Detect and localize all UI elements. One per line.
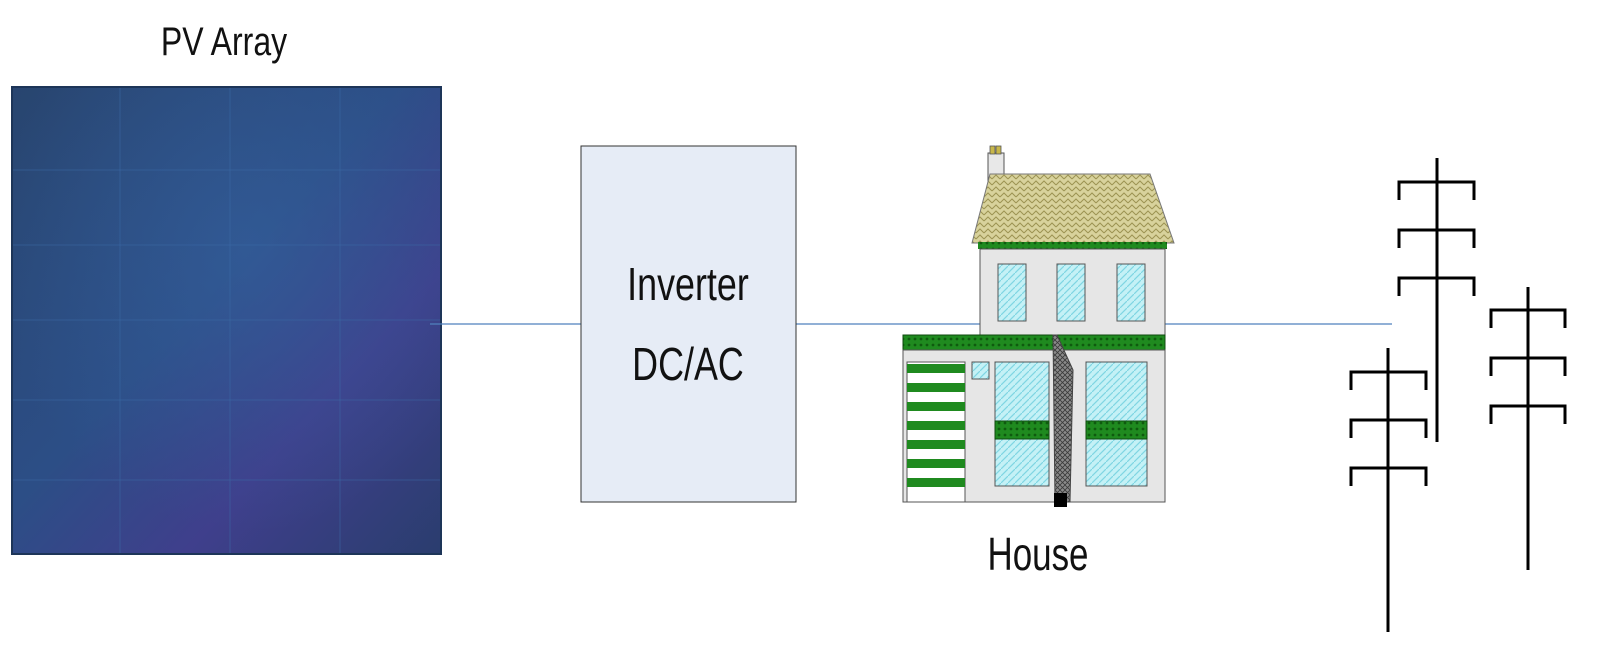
house-icon (902, 145, 1175, 507)
house-label: House (987, 528, 1088, 580)
pylon-3 (1349, 348, 1428, 632)
solar-panel-icon (11, 86, 442, 555)
inverter-label-line1: Inverter (627, 259, 749, 310)
pylon-1 (1397, 158, 1476, 442)
power-pylon-icon (1349, 158, 1567, 632)
inverter-box: Inverter DC/AC (580, 145, 797, 503)
pv-array-label: PV Array (161, 19, 288, 64)
pylon-2 (1489, 287, 1567, 570)
inverter-label-line2: DC/AC (632, 339, 744, 390)
